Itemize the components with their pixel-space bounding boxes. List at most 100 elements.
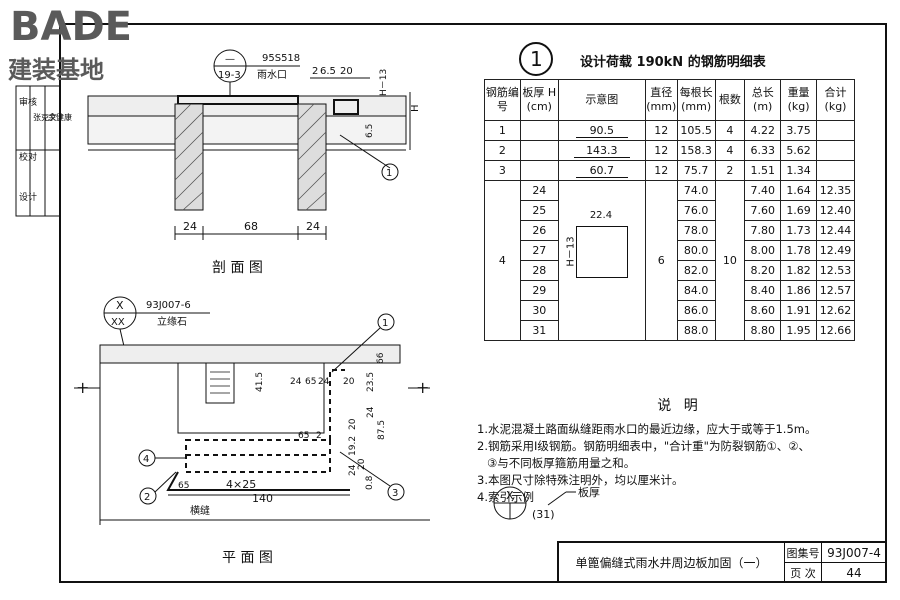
cell: 158.3 <box>676 140 716 161</box>
cell: 12 <box>644 120 678 141</box>
ref-top: — <box>225 54 235 65</box>
cell: 4 <box>714 120 746 141</box>
fig-dim: 90.5 <box>575 124 629 138</box>
plan-callout-4: 4 <box>143 454 149 465</box>
col-no: 钢筋编号 <box>484 79 521 121</box>
cell: 7.80 <box>744 220 782 241</box>
cell: 74.0 <box>676 180 716 201</box>
dim-20: 20 <box>340 66 353 77</box>
cell: 4 <box>484 180 521 341</box>
cell: 8.40 <box>744 280 782 301</box>
table-row: 4 24 22.4 H－13 6 74.0 10 7.40 1.64 12.35 <box>484 180 855 341</box>
plan-dim-24d: 24 <box>348 464 358 476</box>
dim-b-68: 68 <box>244 220 258 233</box>
plan-dim-2: 2 <box>316 431 322 441</box>
page-label: 页 次 <box>784 563 821 582</box>
plan-dim-24b: 24 <box>318 377 330 387</box>
plan-ref-top: X <box>116 299 124 312</box>
cell-figure: 60.7 <box>557 160 646 181</box>
section-view: — 19-3 95S518 雨水口 1 2 6.5 20 <box>87 49 421 276</box>
cell: 2 <box>484 140 521 161</box>
svg-text:+: + <box>416 378 429 397</box>
plan-dim-235: 23.5 <box>366 372 376 392</box>
plan-ref-label: 立缘石 <box>157 315 187 328</box>
cell: 86.0 <box>676 300 716 321</box>
plan-dim-192: 19.2 <box>348 436 358 456</box>
cell: 10 <box>714 180 746 341</box>
note-item: 3.本图尺寸除特殊注明外，均以厘米计。 <box>477 473 684 487</box>
plan-callout-2: 2 <box>144 492 150 503</box>
cell: 2 <box>714 160 746 181</box>
ref-label: 雨水口 <box>257 69 287 81</box>
cell: 88.0 <box>676 320 716 341</box>
cell: 84.0 <box>676 280 716 301</box>
plan-joint-label: 横缝 <box>190 504 210 517</box>
note-item: 4.索引示例 <box>477 490 534 504</box>
cell: 80.0 <box>676 240 716 261</box>
atlas-label: 图集号 <box>784 543 821 563</box>
plan-ref-code: 93J007-6 <box>146 300 191 311</box>
cell: 30 <box>519 300 559 321</box>
cell: 1.69 <box>780 200 817 221</box>
cell: 7.60 <box>744 200 782 221</box>
cell: 1.86 <box>780 280 817 301</box>
cell: 1.51 <box>744 160 782 181</box>
plan-view: X XX 93J007-6 立缘石 + + 41.5 24 65 24 20 2… <box>74 296 430 566</box>
cell: 4.22 <box>744 120 782 141</box>
col-weight: 重量 (kg) <box>780 79 817 121</box>
cell: 82.0 <box>676 260 716 281</box>
col-len: 每根长 (mm) <box>676 79 716 121</box>
cell <box>816 160 855 181</box>
cell <box>816 140 855 161</box>
cell: 8.00 <box>744 240 782 261</box>
cell: 4 <box>714 140 746 161</box>
cell: 24 <box>519 180 559 201</box>
cell <box>519 160 559 181</box>
cell: 1.95 <box>780 320 817 341</box>
col-total: 总长 (m) <box>744 79 782 121</box>
cell: 1 <box>484 120 521 141</box>
drawing-name: 单篦偏缝式雨水井周边板加固（一） <box>559 543 785 582</box>
ref-code: 95S518 <box>262 53 300 64</box>
notes: 说 明 1.水泥混凝土路面纵缝距雨水口的最近边缘，应大于或等于1.5m。 2.钢… <box>477 398 882 506</box>
section-callout-1 <box>381 163 399 181</box>
cell: 5.62 <box>780 140 817 161</box>
cell: 12.53 <box>816 260 855 281</box>
sig-label-3: 设计 <box>19 191 37 203</box>
plan-dim-140: 140 <box>252 492 273 505</box>
plan-dim-08: 0.8 <box>365 475 375 490</box>
cell <box>816 120 855 141</box>
plan-dim-24c: 24 <box>366 406 376 418</box>
cell: 12.44 <box>816 220 855 241</box>
cell: 75.7 <box>676 160 716 181</box>
title-block: 单篦偏缝式雨水井周边板加固（一） 图集号 93J007-4 页 次 44 <box>557 541 886 582</box>
cell: 1.78 <box>780 240 817 261</box>
cell-figure: 90.5 <box>557 120 646 141</box>
plan-ref-bottom: XX <box>111 317 125 328</box>
cell: 12.40 <box>816 200 855 221</box>
cell: 3.75 <box>780 120 817 141</box>
plan-dim-65a: 65 <box>305 377 316 387</box>
cell: 12.66 <box>816 320 855 341</box>
plan-dim-4x25: 4×25 <box>226 478 256 491</box>
sig-name-2: 余健康 <box>48 112 72 122</box>
col-sum: 合计 (kg) <box>816 79 855 121</box>
cell: 12 <box>644 160 678 181</box>
sig-name-1: 张克文 <box>33 112 57 122</box>
cell: 25 <box>519 200 559 221</box>
dim-h13: H－13 <box>379 69 389 96</box>
stirrup-figure: 22.4 H－13 <box>560 186 644 336</box>
cell: 76.0 <box>676 200 716 221</box>
dim-2: 2 <box>312 66 318 77</box>
cell: 6.33 <box>744 140 782 161</box>
sig-label-1: 审核 <box>19 96 37 108</box>
col-dia: 直径 (mm) <box>644 79 678 121</box>
col-figure: 示意图 <box>557 79 646 121</box>
cell: 12.57 <box>816 280 855 301</box>
